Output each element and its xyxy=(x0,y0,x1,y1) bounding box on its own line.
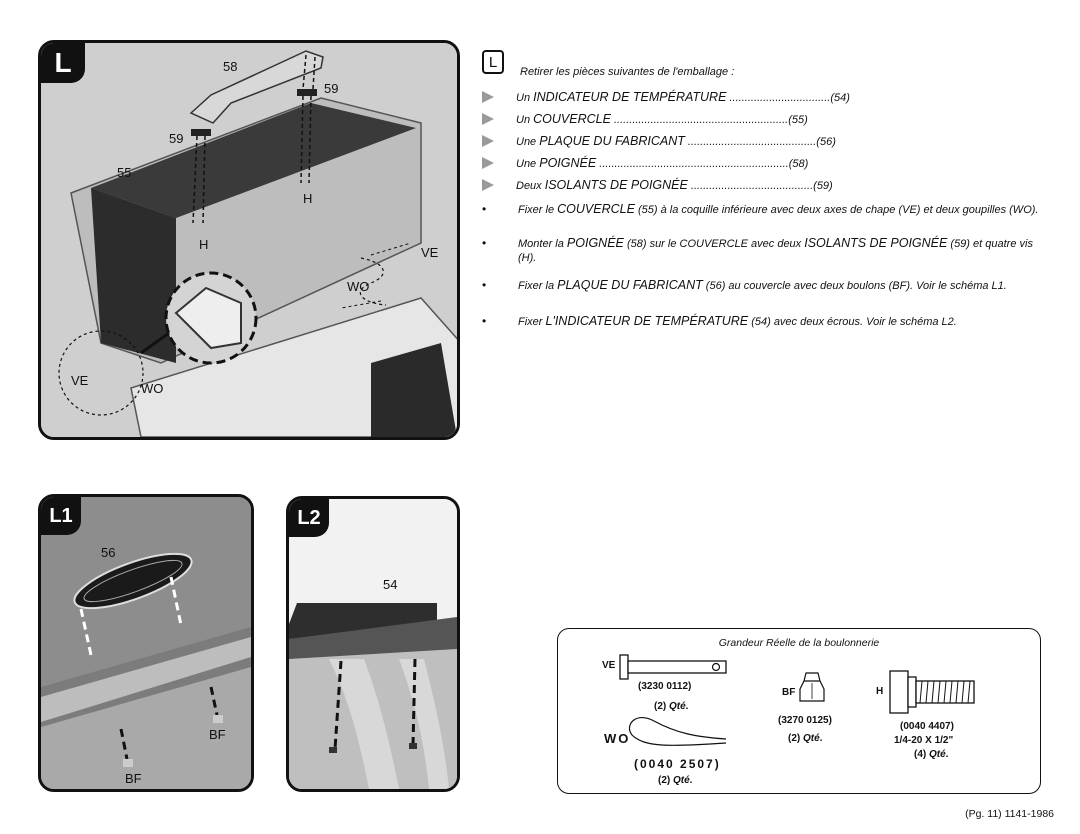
step-label: L xyxy=(482,50,504,74)
h-size: 1/4-20 X 1/2" xyxy=(894,735,954,746)
callout-bf: BF xyxy=(125,771,142,786)
figure-l1: L1 56 BF BF xyxy=(38,494,254,792)
wo-quantity: (2) Qté. xyxy=(658,775,693,786)
bullet: • xyxy=(482,236,487,250)
bullet: • xyxy=(482,314,487,328)
bullet: • xyxy=(482,202,487,216)
parts-list-item: Deux ISOLANTS DE POIGNÉE ...............… xyxy=(482,178,962,192)
callout-59: 59 xyxy=(169,131,184,146)
callout-h: H xyxy=(303,191,313,206)
instruction-step: • Fixer le COUVERCLE (55) à la coquille … xyxy=(482,202,1039,216)
intro-text: Retirer les pièces suivantes de l'emball… xyxy=(520,66,735,78)
callout-54: 54 xyxy=(383,577,398,592)
callout-55: 55 xyxy=(117,165,132,180)
ve-code: VE xyxy=(602,660,616,671)
parts-list-item: Un COUVERCLE ...........................… xyxy=(482,112,962,126)
figure-tag: L1 xyxy=(41,497,81,535)
instruction-step: • Fixer la PLAQUE DU FABRICANT (56) au c… xyxy=(482,278,1007,292)
callout-58: 58 xyxy=(223,59,238,74)
thermometer-illustration xyxy=(289,499,457,789)
callout-56: 56 xyxy=(101,545,116,560)
parts-list-item: Un INDICATEUR DE TEMPÉRATURE ...........… xyxy=(482,90,962,104)
parts-list-item: Une PLAQUE DU FABRICANT ................… xyxy=(482,134,962,148)
arrow-icon xyxy=(482,135,494,147)
hardware-title: Grandeur Réelle de la boulonnerie xyxy=(718,637,880,649)
lid-assembly-illustration xyxy=(41,43,457,437)
ve-part-number: (3230 0112) xyxy=(638,681,692,692)
h-part-number: (0040 4407) xyxy=(900,721,954,732)
bf-quantity: (2) Qté. xyxy=(788,733,823,744)
callout-bf: BF xyxy=(209,727,226,742)
arrow-icon xyxy=(482,91,494,103)
hardware-drawings xyxy=(619,654,975,746)
callout-wo: WO xyxy=(347,279,370,294)
page-footer: (Pg. 11) 1141-1986 xyxy=(965,808,1054,820)
figure-tag: L xyxy=(41,43,85,83)
ve-quantity: (2) Qté. xyxy=(654,701,689,712)
arrow-icon xyxy=(482,113,494,125)
callout-ve: VE xyxy=(71,373,89,388)
instruction-step: • Monter la POIGNÉE (58) sur le COUVERCL… xyxy=(482,236,1033,264)
wo-part-number: (0040 2507) xyxy=(634,757,721,771)
bf-part-number: (3270 0125) xyxy=(778,715,832,726)
h-code: H xyxy=(876,686,884,697)
callout-ve: VE xyxy=(421,245,439,260)
h-quantity: (4) Qté. xyxy=(914,749,949,760)
figure-l2: L2 54 xyxy=(286,496,460,792)
nameplate-illustration xyxy=(41,497,251,789)
arrow-icon xyxy=(482,179,494,191)
figure-tag: L2 xyxy=(289,499,329,537)
callout-wo: WO xyxy=(141,381,164,396)
bf-code: BF xyxy=(782,687,796,698)
arrow-icon xyxy=(482,157,494,169)
instruction-step: • Fixer L'INDICATEUR DE TEMPÉRATURE (54)… xyxy=(482,314,957,328)
wo-code: WO xyxy=(604,731,631,746)
parts-list-item: Une POIGNÉE ............................… xyxy=(482,156,962,170)
callout-h: H xyxy=(199,237,209,252)
callout-59: 59 xyxy=(324,81,339,96)
hardware-box: Grandeur Réelle de la boulonnerie VE (32… xyxy=(557,628,1041,794)
bullet: • xyxy=(482,278,487,292)
figure-l: L 58 59 59 55 H H VE WO VE WO xyxy=(38,40,460,440)
